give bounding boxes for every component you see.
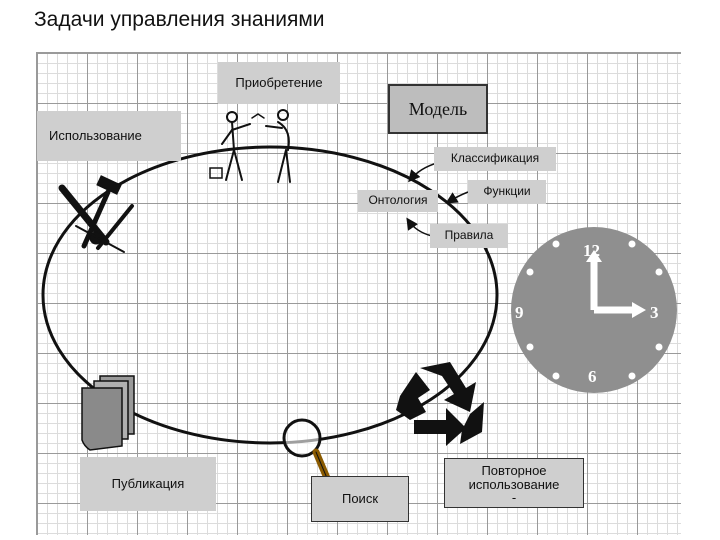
recycle-icon (396, 362, 484, 446)
usage-label: Использование (49, 127, 142, 143)
reuse-box: Повторное использование - (444, 458, 584, 508)
arrow-functions-to-ontology (445, 191, 469, 204)
publication-box: Публикация (80, 457, 216, 511)
usage-box: Использование (37, 111, 181, 161)
functions-label: Функции (483, 184, 531, 199)
reuse-label-line2: использование (468, 477, 560, 493)
acquisition-label: Приобретение (235, 74, 323, 90)
reuse-label-line1: Повторное (481, 462, 547, 478)
documents-icon (81, 375, 135, 451)
rules-box: Правила (430, 224, 508, 248)
clock-number-9: 9 (515, 303, 524, 322)
clock-number-3: 3 (650, 303, 659, 322)
ontology-box: Онтология (358, 190, 438, 212)
search-label: Поиск (341, 490, 379, 506)
functions-box: Функции (468, 180, 546, 204)
classification-label: Классификация (450, 151, 540, 166)
clock-number-12: 12 (583, 241, 600, 260)
model-label: Модель (408, 98, 468, 119)
arrow-rules-to-ontology (406, 217, 433, 237)
model-box: Модель (388, 84, 488, 134)
people-icon (209, 109, 291, 183)
clock-icon: 12 3 6 9 (511, 227, 677, 393)
clock-number-6: 6 (588, 367, 597, 386)
publication-label: Публикация (111, 475, 185, 491)
rules-label: Правила (444, 228, 494, 243)
tools-icon (58, 175, 134, 253)
search-box: Поиск (311, 476, 409, 522)
ontology-label: Онтология (368, 193, 428, 208)
slide-title: Задачи управления знаниями (34, 8, 325, 31)
classification-box: Классификация (434, 147, 556, 171)
reuse-label-line3: - (511, 490, 517, 506)
lifecycle-ring (41, 145, 499, 445)
acquisition-box: Приобретение (218, 62, 340, 104)
arrow-classification-to-ontology (408, 162, 438, 183)
